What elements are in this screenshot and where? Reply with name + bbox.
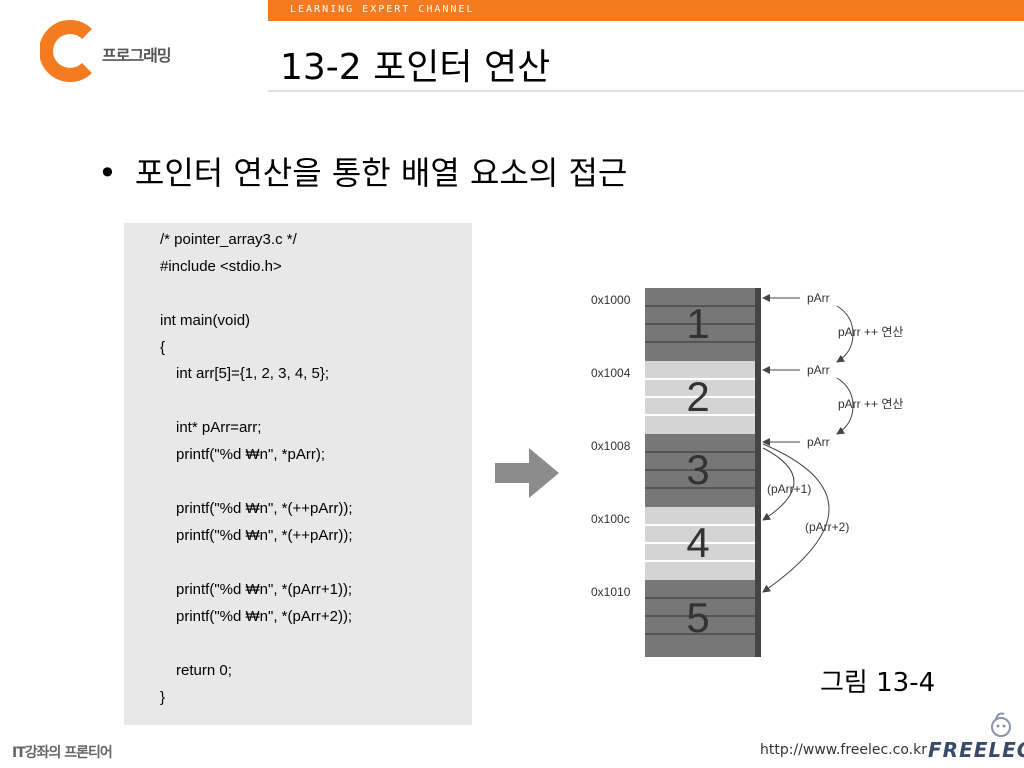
memory-block-1 — [645, 288, 761, 361]
code-line: int arr[5]={1, 2, 3, 4, 5}; — [176, 365, 330, 382]
code-line: } — [160, 689, 166, 706]
logo-text: 프로그래밍 — [102, 46, 172, 65]
memory-value: 5 — [686, 594, 709, 641]
header-banner-text: LEARNING EXPERT CHANNEL — [290, 4, 475, 15]
memory-value: 2 — [686, 373, 709, 420]
mascot-icon — [991, 712, 1011, 737]
code-listing: /* pointer_array3.c */ #include <stdio.h… — [124, 223, 472, 725]
code-line: #include <stdio.h> — [160, 258, 282, 275]
memory-address: 0x1004 — [591, 366, 631, 380]
memory-value: 1 — [686, 300, 709, 347]
code-line: { — [160, 339, 166, 356]
offset-label: (pArr+1) — [767, 482, 811, 496]
footer-tagline: IT강좌의 프론티어 — [12, 745, 113, 761]
memory-value: 4 — [686, 519, 709, 566]
bullet-dot: • — [98, 154, 117, 192]
code-line: printf("%d ₩n", *pArr); — [176, 446, 326, 463]
memory-block-3 — [645, 434, 761, 507]
bullet-point: • 포인터 연산을 통한 배열 요소의 접근 — [98, 148, 627, 194]
footer-brand-logo: FREELEC — [928, 738, 1024, 762]
header-banner — [268, 0, 1024, 21]
pointer-label: pArr — [807, 363, 830, 377]
code-line: printf("%d ₩n", *(pArr+1)); — [176, 581, 353, 598]
memory-address: 0x1010 — [591, 585, 631, 599]
code-line: /* pointer_array3.c */ — [160, 231, 297, 248]
memory-value: 3 — [686, 446, 709, 493]
memory-block-2 — [645, 361, 761, 434]
offset-label: (pArr+2) — [805, 520, 849, 534]
memory-address: 0x1000 — [591, 293, 631, 307]
figure-caption: 그림 13-4 — [820, 668, 936, 698]
slide-title: 13-2 포인터 연산 — [280, 47, 551, 88]
memory-block-4 — [645, 507, 761, 580]
memory-address: 0x100c — [591, 512, 630, 526]
code-line: printf("%d ₩n", *(pArr+2)); — [176, 608, 353, 625]
right-arrow-icon — [495, 448, 559, 498]
increment-label: pArr ++ 연산 — [838, 397, 903, 411]
increment-label: pArr ++ 연산 — [838, 325, 903, 339]
memory-address: 0x1008 — [591, 439, 631, 453]
pointer-label: pArr — [807, 435, 830, 449]
pointer-label: pArr — [807, 291, 830, 305]
code-line: printf("%d ₩n", *(++pArr)); — [176, 500, 353, 517]
logo-c-icon — [40, 20, 92, 82]
code-line: int* pArr=arr; — [176, 419, 262, 436]
memory-block-5 — [645, 580, 761, 657]
code-line: int main(void) — [160, 312, 251, 329]
code-line: printf("%d ₩n", *(++pArr)); — [176, 527, 353, 544]
code-line: return 0; — [176, 662, 232, 679]
memory-diagram: 1 2 3 4 5 0x1000 0x1004 0x1008 0x100c 0x… — [591, 288, 903, 657]
bullet-text: 포인터 연산을 통한 배열 요소의 접근 — [134, 154, 628, 192]
title-divider — [268, 90, 1024, 92]
footer-url-link[interactable]: http://www.freelec.co.kr — [760, 742, 927, 758]
